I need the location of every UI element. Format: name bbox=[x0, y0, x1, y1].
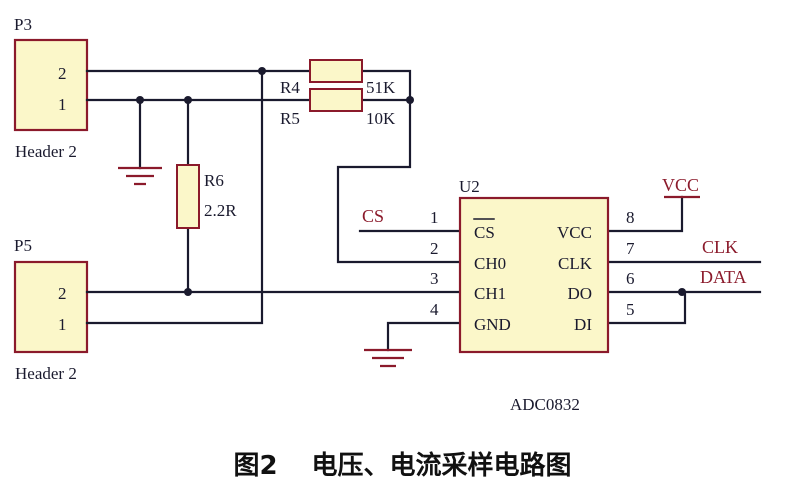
junction-dot bbox=[678, 288, 686, 296]
chip-pin-number: 4 bbox=[430, 300, 439, 319]
junction-dot bbox=[184, 96, 192, 104]
chip-pin-name-vcc: VCC bbox=[557, 223, 592, 242]
figure-title: 电压、电流采样电路图 bbox=[311, 450, 572, 481]
chip-part-label: ADC0832 bbox=[510, 395, 580, 414]
r6-body bbox=[176, 164, 200, 229]
chip-pin-name-do: DO bbox=[567, 284, 592, 303]
p3-pin2-label: 2 bbox=[58, 64, 67, 83]
r5-value-label: 10K bbox=[366, 109, 396, 128]
connector-p5: P5 2 1 Header 2 bbox=[13, 236, 89, 383]
chip-pin-number: 7 bbox=[626, 239, 635, 258]
figure-number: 图2 bbox=[233, 450, 278, 481]
wire-p5-pin1 bbox=[85, 69, 264, 325]
chip-pin-name-gnd: GND bbox=[474, 315, 511, 334]
ground-symbol-top bbox=[118, 166, 162, 186]
wires bbox=[85, 69, 762, 352]
net-label-clk: CLK bbox=[702, 237, 738, 257]
r6-ref-label: R6 bbox=[204, 171, 224, 190]
chip-ref-label: U2 bbox=[459, 177, 480, 196]
p5-ref-label: P5 bbox=[14, 236, 32, 255]
net-label-cs: CS bbox=[362, 206, 384, 226]
p3-pin1-label: 1 bbox=[58, 95, 67, 114]
junction-dot bbox=[184, 288, 192, 296]
wire-vcc bbox=[606, 195, 684, 233]
p5-pin1-label: 1 bbox=[58, 315, 67, 334]
junction-dot bbox=[406, 96, 414, 104]
figure-caption: 图2 电压、电流采样电路图 bbox=[0, 443, 805, 483]
net-label-data: DATA bbox=[700, 267, 747, 287]
chip-pin-name-cs: CS bbox=[474, 223, 495, 242]
circuit-schematic: P3 2 1 Header 2 P5 2 1 Header 2 bbox=[13, 15, 762, 414]
ground-symbol-bottom bbox=[364, 348, 412, 368]
r4-ref-label: R4 bbox=[280, 78, 300, 97]
wire-di bbox=[606, 290, 687, 325]
p5-pin2-label: 2 bbox=[58, 284, 67, 303]
r4-value-label: 51K bbox=[366, 78, 396, 97]
net-label-vcc: VCC bbox=[662, 175, 699, 195]
chip-pin-number: 6 bbox=[626, 269, 635, 288]
resistor-r6: R6 2.2R bbox=[176, 164, 237, 229]
p3-body bbox=[13, 38, 89, 132]
resistor-r5: R5 10K bbox=[280, 88, 396, 128]
chip-pin-number: 1 bbox=[430, 208, 439, 227]
wire-gnd bbox=[386, 321, 462, 352]
p5-name-label: Header 2 bbox=[15, 364, 77, 383]
ground-icon bbox=[118, 166, 162, 186]
wire-r4-right bbox=[360, 69, 412, 102]
chip-u2: U2 1 2 3 4 CS CH0 CH1 GND VCC CLK DO DI … bbox=[430, 177, 635, 414]
wire-ch0 bbox=[336, 98, 462, 264]
r5-ref-label: R5 bbox=[280, 109, 300, 128]
chip-pin-number: 2 bbox=[430, 239, 439, 258]
chip-pin-number: 5 bbox=[626, 300, 635, 319]
chip-body bbox=[458, 196, 610, 354]
chip-pin-number: 3 bbox=[430, 269, 439, 288]
chip-pin-name-clk: CLK bbox=[558, 254, 593, 273]
junction-dot bbox=[136, 96, 144, 104]
junction-dot bbox=[258, 67, 266, 75]
chip-pin-name-di: DI bbox=[574, 315, 592, 334]
p3-name-label: Header 2 bbox=[15, 142, 77, 161]
junctions bbox=[136, 67, 686, 296]
p5-body bbox=[13, 260, 89, 354]
chip-pin-name-ch1: CH1 bbox=[474, 284, 506, 303]
p3-ref-label: P3 bbox=[14, 15, 32, 34]
r4-body bbox=[309, 59, 363, 83]
r5-body bbox=[309, 88, 363, 112]
net-labels: CS VCC CLK DATA bbox=[362, 175, 747, 287]
resistor-r4: R4 51K bbox=[280, 59, 396, 97]
ground-icon bbox=[364, 348, 412, 368]
chip-pin-number: 8 bbox=[626, 208, 635, 227]
chip-pin-name-ch0: CH0 bbox=[474, 254, 506, 273]
connector-p3: P3 2 1 Header 2 bbox=[13, 15, 89, 161]
r6-value-label: 2.2R bbox=[204, 201, 237, 220]
